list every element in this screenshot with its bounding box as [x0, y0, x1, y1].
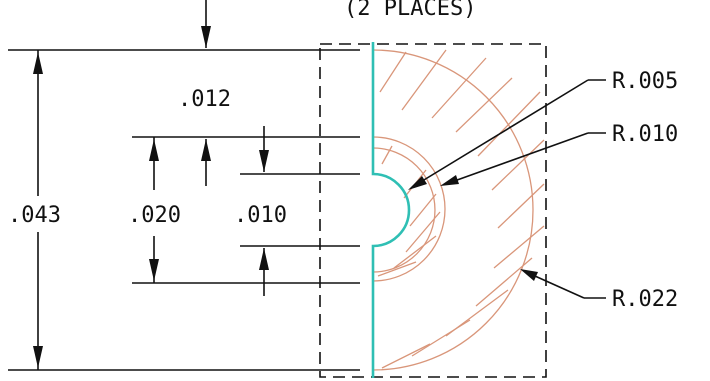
arrow-head [440, 175, 459, 186]
hatch-line [381, 145, 393, 165]
arrow-head [149, 259, 159, 281]
hatch-line [405, 211, 441, 253]
outer-arc [372, 49, 534, 371]
dimension-notch-width: .010 [234, 126, 287, 296]
label-r010: R.010 [612, 122, 678, 147]
hatch-line [493, 225, 545, 269]
label-r022: R.022 [612, 287, 678, 312]
middle-arc [372, 136, 446, 282]
dimension-overall-height: .043 [8, 50, 61, 370]
leader-r010: R.010 [440, 122, 678, 186]
hatch-line [393, 235, 437, 269]
inner-arc [372, 147, 436, 273]
cut-profile [371, 42, 411, 378]
hatch-line [409, 193, 437, 227]
hatch-line [475, 257, 533, 307]
hatched-section [372, 49, 545, 371]
arrow-head [33, 52, 43, 74]
arrow-head [201, 26, 211, 48]
label-r005: R.005 [612, 69, 678, 94]
hatch-line [401, 49, 447, 111]
arrow-head [149, 139, 159, 161]
arrow-head [259, 248, 269, 270]
hatch-line [497, 183, 545, 229]
hatch-line [377, 261, 417, 277]
leader-r022: R.022 [520, 269, 678, 312]
hatch-line [431, 57, 487, 119]
leader-line [445, 132, 589, 185]
leader-r005: R.005 [408, 69, 678, 190]
dimension-slot-width: .020 [128, 137, 181, 283]
leader-line [413, 79, 589, 187]
arrow-head [259, 150, 269, 172]
label-top-offset: .012 [178, 87, 231, 112]
hatch-line [477, 91, 541, 157]
arrow-head [408, 176, 427, 190]
hatch-line [455, 77, 513, 133]
note-two-places: (2 PLACES) [344, 0, 476, 21]
hatch-line [379, 51, 407, 93]
section-boundary [319, 43, 547, 378]
label-overall-height: .043 [8, 203, 61, 228]
hatch-line [411, 319, 471, 357]
hatch-line [491, 139, 545, 191]
label-notch-width: .010 [234, 203, 287, 228]
label-slot-width: .020 [128, 203, 181, 228]
arrow-head [33, 346, 43, 368]
dimension-top-offset: .012 [178, 0, 231, 186]
arrow-head [201, 139, 211, 161]
hatch-line [381, 343, 431, 369]
arrow-head [520, 269, 538, 281]
